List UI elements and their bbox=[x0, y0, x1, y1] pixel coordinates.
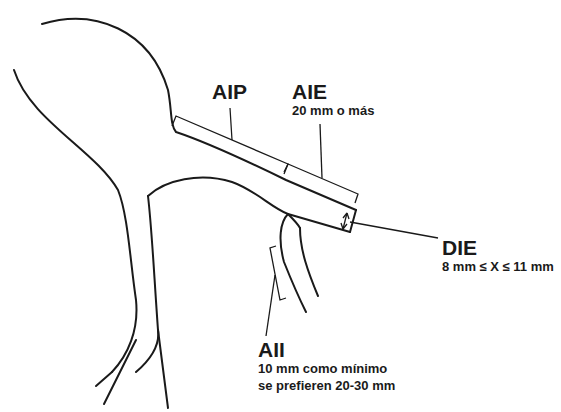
leader-line bbox=[230, 108, 232, 140]
dimension-label: 8 mm ≤ X ≤ 11 mm bbox=[442, 260, 554, 275]
vessel-wall bbox=[288, 214, 300, 228]
vessel-wall bbox=[14, 70, 136, 372]
vessel-wall bbox=[158, 330, 168, 408]
segment-bracket bbox=[284, 164, 358, 203]
arrow-head bbox=[341, 213, 349, 229]
segment-bracket bbox=[172, 116, 288, 174]
dimension-label: 10 mm como mínimo bbox=[258, 362, 387, 377]
vessel-wall bbox=[281, 214, 318, 312]
dimension-label: 20 mm o más bbox=[292, 104, 374, 119]
segment-label: AII bbox=[258, 338, 285, 362]
leader-line bbox=[266, 275, 275, 336]
dimension-label: se prefieren 20-30 mm bbox=[258, 379, 395, 394]
segment-label: AIE bbox=[292, 80, 327, 104]
vessel-wall bbox=[148, 178, 350, 232]
leader-line bbox=[350, 222, 438, 238]
segment-label: DIE bbox=[442, 236, 477, 260]
vessel-wall bbox=[136, 196, 158, 372]
leader-line bbox=[320, 124, 322, 178]
segment-label: AIP bbox=[212, 80, 247, 104]
vessel-wall bbox=[96, 340, 136, 404]
vessel-end bbox=[350, 210, 356, 232]
